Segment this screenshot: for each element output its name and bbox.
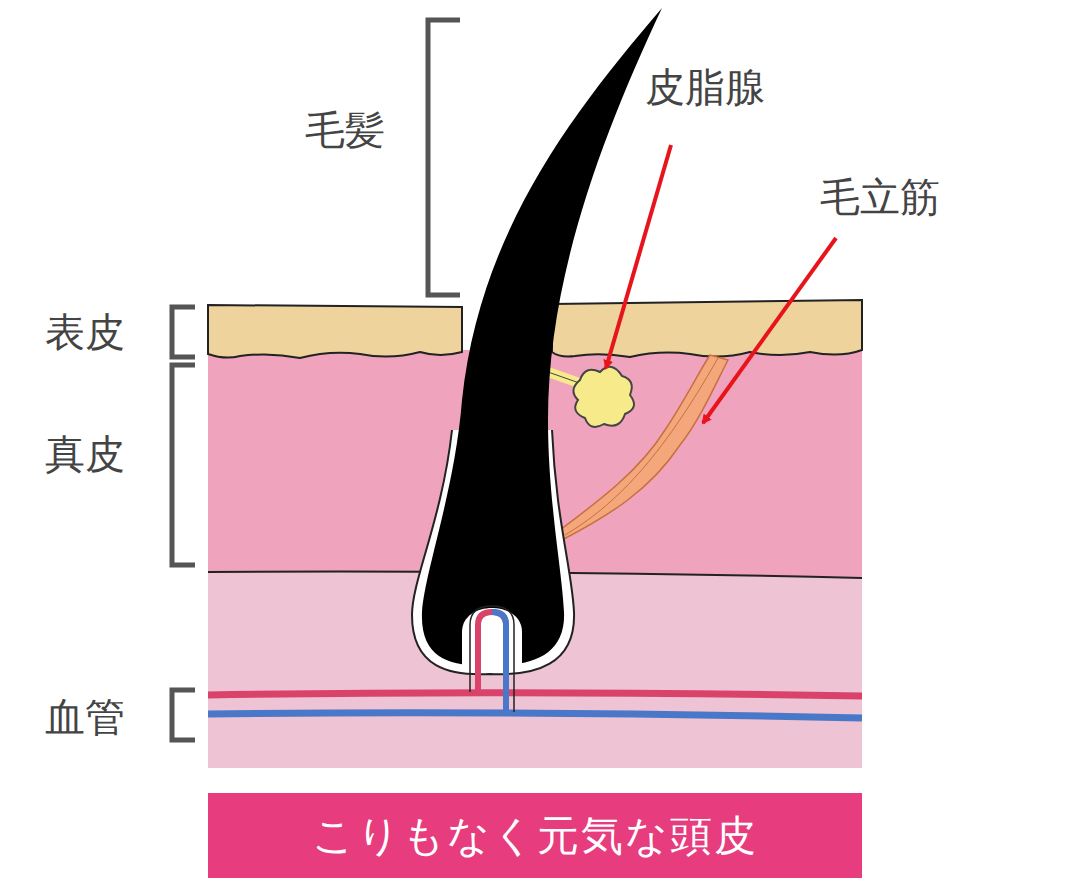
part-label: 毛立筋: [820, 175, 940, 219]
epidermis-left: [208, 305, 462, 358]
papilla-vein: [492, 612, 506, 712]
part-label: 皮脂腺: [645, 65, 765, 109]
caption: こりもなく元気な頭皮: [312, 808, 758, 864]
leader-arrow: [703, 238, 836, 423]
part-label: 血管: [45, 695, 125, 739]
bracket: [172, 307, 195, 357]
sebaceous-gland: [573, 367, 634, 427]
part-label: 真皮: [45, 432, 125, 476]
part-label: 表皮: [45, 310, 125, 354]
vein: [208, 713, 862, 718]
hair: [422, 8, 662, 665]
artery: [208, 693, 862, 696]
epidermis-right: [552, 300, 862, 357]
bracket: [428, 20, 460, 295]
caption-band: こりもなく元気な頭皮: [208, 793, 862, 878]
bracket: [172, 690, 195, 740]
part-label: 毛髪: [305, 108, 385, 152]
muscle-fiber: [565, 358, 718, 535]
bracket: [172, 365, 195, 565]
leader-arrow: [606, 145, 671, 368]
papilla-vessel: [478, 612, 506, 712]
arrector-muscle: [560, 355, 728, 540]
papilla-outline: [470, 606, 514, 712]
